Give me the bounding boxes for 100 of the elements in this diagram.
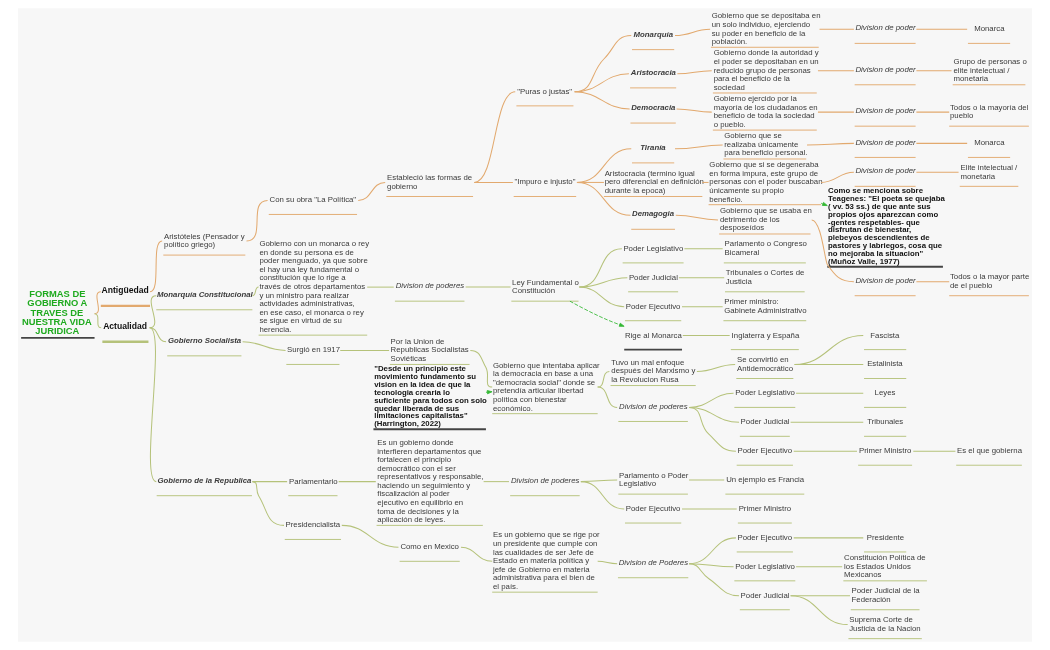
node-text: Actualidad xyxy=(103,321,148,332)
connector xyxy=(460,546,493,562)
connector xyxy=(597,560,618,565)
connector xyxy=(580,481,625,510)
node-text: Es el que gobierna xyxy=(957,446,1023,456)
connector xyxy=(817,70,855,72)
node-text: Division de poder xyxy=(855,166,916,176)
node-text: "Puras o justas" xyxy=(517,86,573,96)
node-text: Parlamento o Poder Legislativo xyxy=(619,470,689,489)
node-text: Con su obra "La Política" xyxy=(269,195,357,205)
node-text: "Desde un principio este movimiento fundamento su vision en la idea de que la tecnologia crearia lo suficiente para todos con solo quedar liberada de sus limitaciones capitalistas" (Harrington, 2022) xyxy=(374,364,487,429)
connector xyxy=(251,481,285,526)
connector xyxy=(339,349,390,351)
connector xyxy=(678,277,725,279)
connector xyxy=(473,181,514,183)
connector xyxy=(246,199,269,242)
node-text: Poder Legislativo xyxy=(735,388,795,398)
node-text: Tribunales xyxy=(867,417,904,427)
connector xyxy=(681,508,738,510)
node-text: Poder Judicial xyxy=(740,590,790,600)
connector xyxy=(578,277,628,288)
node-text: Parlamentario xyxy=(289,476,338,486)
node-text: Division de poder xyxy=(855,23,916,33)
node-text: Gobierno Socialista xyxy=(167,335,242,345)
connector xyxy=(681,306,724,308)
connector xyxy=(793,537,864,539)
node-text: Constitución Política de los Estados Unidos Mexicanos xyxy=(844,553,926,580)
connector xyxy=(676,108,713,113)
node-text: Es un gobierno que se rige por un presidente que cumple con las cualidades de ser Jefe de Estado en materia política y jefe de Gobierno en materia administrativa para el bien de el país. xyxy=(492,530,600,592)
connector xyxy=(915,281,950,283)
node-text: Tuvo un mal enfoque después del Marxismo y la Revolucion Rusa xyxy=(611,357,696,385)
node-text: Monarquía xyxy=(633,29,674,39)
connector xyxy=(817,111,855,113)
node-text: Leyes xyxy=(874,388,896,398)
connector xyxy=(574,91,631,110)
connector xyxy=(688,406,737,452)
connector xyxy=(242,341,287,351)
connector xyxy=(341,524,399,548)
node-text: Gobierno que se realizaba únicamente para beneficio personal. xyxy=(724,131,808,158)
node-text: Suprema Corte de Justicia de la Nacion xyxy=(849,615,921,633)
node-text: Poder Judicial de la Federación xyxy=(851,586,920,604)
node-text: FORMAS DE GOBIERNO A TRAVES DE NUESTRA VIDA JURIDICA xyxy=(21,288,92,337)
connector xyxy=(366,286,395,288)
connector xyxy=(806,142,855,146)
node-text: Division de poder xyxy=(855,137,916,147)
node-text: Todos o la mayor parte de el pueblo xyxy=(949,272,1030,290)
node-text: Por la Union de Republicas Socialistas Soviéticas xyxy=(390,336,469,363)
node-text: Primer Ministro xyxy=(738,503,792,513)
connector xyxy=(674,144,724,150)
node-text: Grupo de personas o elite intelectual / monetaria xyxy=(953,57,1027,84)
node-text: Inglaterra y España xyxy=(731,330,800,340)
node-text: Presidente xyxy=(866,532,905,542)
connector xyxy=(793,450,858,452)
node-text: Division de poder xyxy=(855,64,916,74)
node-text: Division de poderes xyxy=(395,281,465,291)
node-text: Elite intelectual / monetaria xyxy=(960,162,1018,181)
node-text: Gobierno ejercido por la mayoría de los ciudadanos en beneficio de toda la sociedad o pueblo. xyxy=(713,94,818,129)
node-text: Estableció las formas de gobierno xyxy=(387,173,473,191)
node-text: Monarca xyxy=(974,24,1005,34)
connector xyxy=(94,313,102,329)
node-text: Division de Poderes xyxy=(618,557,689,567)
node-text: Poder Ejecutivo xyxy=(737,446,793,456)
node-text: Gobierno que se depositaba en un solo individuo, ejerciendo su poder en beneficio de la población. xyxy=(711,11,821,47)
connector xyxy=(357,181,386,201)
connector xyxy=(676,70,713,75)
node-text: Aristocracia xyxy=(630,68,676,78)
node-text: Poder Judicial xyxy=(740,417,790,427)
node-text: Demagogia xyxy=(632,209,675,219)
connector xyxy=(149,240,163,293)
connector xyxy=(794,335,864,365)
node-text: Tribunales o Cortes de Justicia xyxy=(725,268,805,286)
node-text: Gobierno con un monarca o rey en donde su persona es de poder menguado, ya que sobre el hay una ley fundamental o constitución que lo rige a través de otros departamentos y un ministro para realizar actividades administrativas, en ese caso, el monarca o rey se sigue en virtud de su herencia. xyxy=(259,239,370,335)
connector xyxy=(682,335,731,337)
connector xyxy=(576,181,631,216)
node-text: Aristóteles (Pensador y político griego) xyxy=(164,231,245,250)
connector xyxy=(674,28,711,37)
node-text: "Impuro e injusto" xyxy=(514,177,576,187)
connector xyxy=(794,363,864,365)
connector xyxy=(819,28,855,30)
connector xyxy=(701,181,710,183)
connector xyxy=(149,295,157,329)
node-text: Rige al Monarca xyxy=(624,330,682,340)
connector xyxy=(149,327,167,343)
arrow xyxy=(569,300,625,327)
connector xyxy=(790,595,849,626)
node-text: Aristocracia (termino igual pero diferencial en definición durante la epoca) xyxy=(604,168,704,195)
connector xyxy=(597,370,610,388)
node-text: Todos o la mayoría del pueblo xyxy=(949,102,1029,121)
connector xyxy=(915,142,968,144)
node-text: Poder Legislativo xyxy=(735,561,795,571)
node-text: Como en Mexico xyxy=(400,542,459,552)
connector xyxy=(915,28,968,30)
connector xyxy=(915,70,953,72)
connector xyxy=(578,286,625,308)
node-text: Parlamento o Congreso Bicameral xyxy=(724,239,807,258)
connector xyxy=(696,363,736,372)
connector xyxy=(795,392,864,394)
node-text: Gobierno donde la autoridad y el poder se depositaban en un reducido grupo de personas para el beneficio de la sociedad xyxy=(713,48,819,92)
node-text: Surgió en 1917 xyxy=(287,345,341,355)
node-text: Division de poderes xyxy=(510,475,580,485)
